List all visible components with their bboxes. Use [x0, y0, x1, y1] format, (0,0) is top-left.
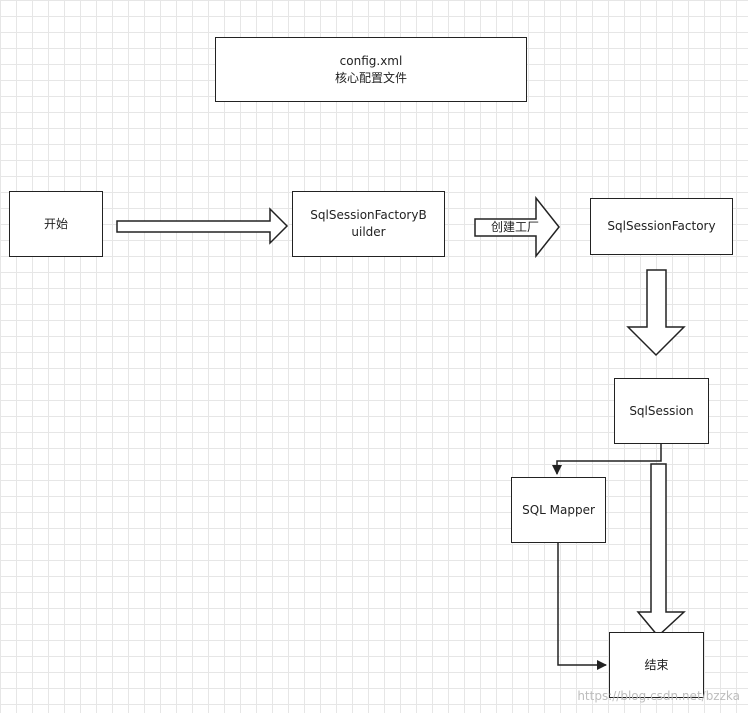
block-arrow-session-to-end: [636, 463, 686, 638]
block-arrow-factory-to-session: [626, 269, 686, 357]
config-node: config.xml 核心配置文件: [215, 37, 527, 102]
block-arrow-start-to-builder: [116, 207, 289, 245]
end-node-label: 结束: [644, 657, 669, 672]
mapper-node: SQL Mapper: [511, 477, 606, 543]
session-node-label: SqlSession: [629, 403, 694, 418]
factory-node: SqlSessionFactory: [590, 198, 733, 255]
session-node: SqlSession: [614, 378, 709, 444]
config-node-title: config.xml: [339, 53, 403, 68]
factory-node-label: SqlSessionFactory: [607, 219, 716, 233]
start-node: 开始: [9, 191, 103, 257]
start-node-label: 开始: [43, 216, 68, 231]
mapper-node-label: SQL Mapper: [522, 502, 595, 517]
builder-node: SqlSessionFactoryBuilder: [292, 191, 445, 257]
config-node-subtitle: 核心配置文件: [334, 70, 407, 85]
connector-mapper-to-end: [557, 543, 607, 670]
end-node: 结束: [609, 632, 704, 698]
edge-label-create-factory: 创建工厂: [491, 220, 540, 234]
block-arrow-builder-to-factory: [474, 195, 560, 259]
watermark-text: https://blog.csdn.net/bzzka: [577, 689, 740, 703]
connector-session-to-mapper: [552, 444, 662, 475]
builder-node-label: SqlSessionFactoryBuilder: [310, 208, 427, 239]
